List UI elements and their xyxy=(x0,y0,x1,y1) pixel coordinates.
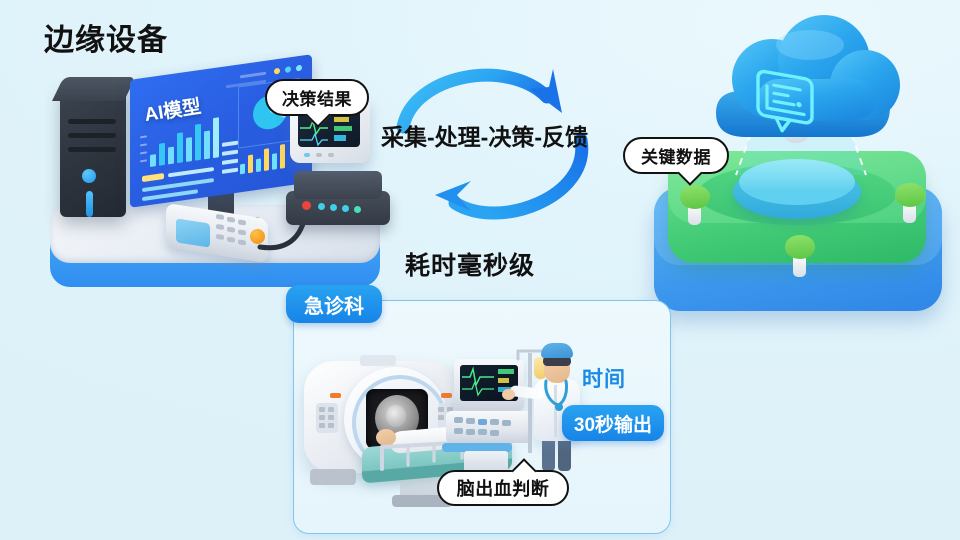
department-badge-label: 急诊科 xyxy=(304,295,364,318)
bubble-decision-result: 决策结果 xyxy=(265,79,369,128)
control-pad xyxy=(166,202,276,264)
cloud-platform-scene xyxy=(640,15,950,311)
time-value-badge: 30秒输出 xyxy=(562,405,664,441)
cloud-icon xyxy=(702,13,914,165)
edge-gateway-device xyxy=(280,151,395,241)
bubble-decision-result-label: 决策结果 xyxy=(282,90,352,109)
time-value-badge-label: 30秒输出 xyxy=(573,414,653,436)
edge-device-scene: AI模型 xyxy=(30,54,390,305)
page-title: 边缘设备 xyxy=(44,24,168,57)
doctor-figure xyxy=(502,343,590,473)
emergency-room-panel: 急诊科 时间 30秒输出 xyxy=(286,285,671,534)
department-badge: 急诊科 xyxy=(286,285,382,323)
arrow-clockwise-top-icon xyxy=(396,68,562,134)
orange-knob-icon xyxy=(250,229,265,244)
arrow-clockwise-bottom-icon xyxy=(435,133,589,220)
bubble-key-data: 关键数据 xyxy=(623,137,729,186)
cycle-top-text: 采集-处理-决策-反馈 xyxy=(381,124,588,150)
ct-console xyxy=(442,359,536,484)
bubble-diagnosis-label: 脑出血判断 xyxy=(456,479,550,499)
bubble-diagnosis: 脑出血判断 xyxy=(437,458,569,506)
cycle-bottom-text: 耗时毫秒级 xyxy=(405,252,536,280)
cloud-chart-icon xyxy=(750,63,826,141)
bubble-key-data-label: 关键数据 xyxy=(641,148,711,167)
patient-table xyxy=(362,423,522,513)
pc-tower xyxy=(52,73,144,233)
time-label: 时间 xyxy=(582,368,626,391)
cycle-arrows xyxy=(396,68,589,220)
